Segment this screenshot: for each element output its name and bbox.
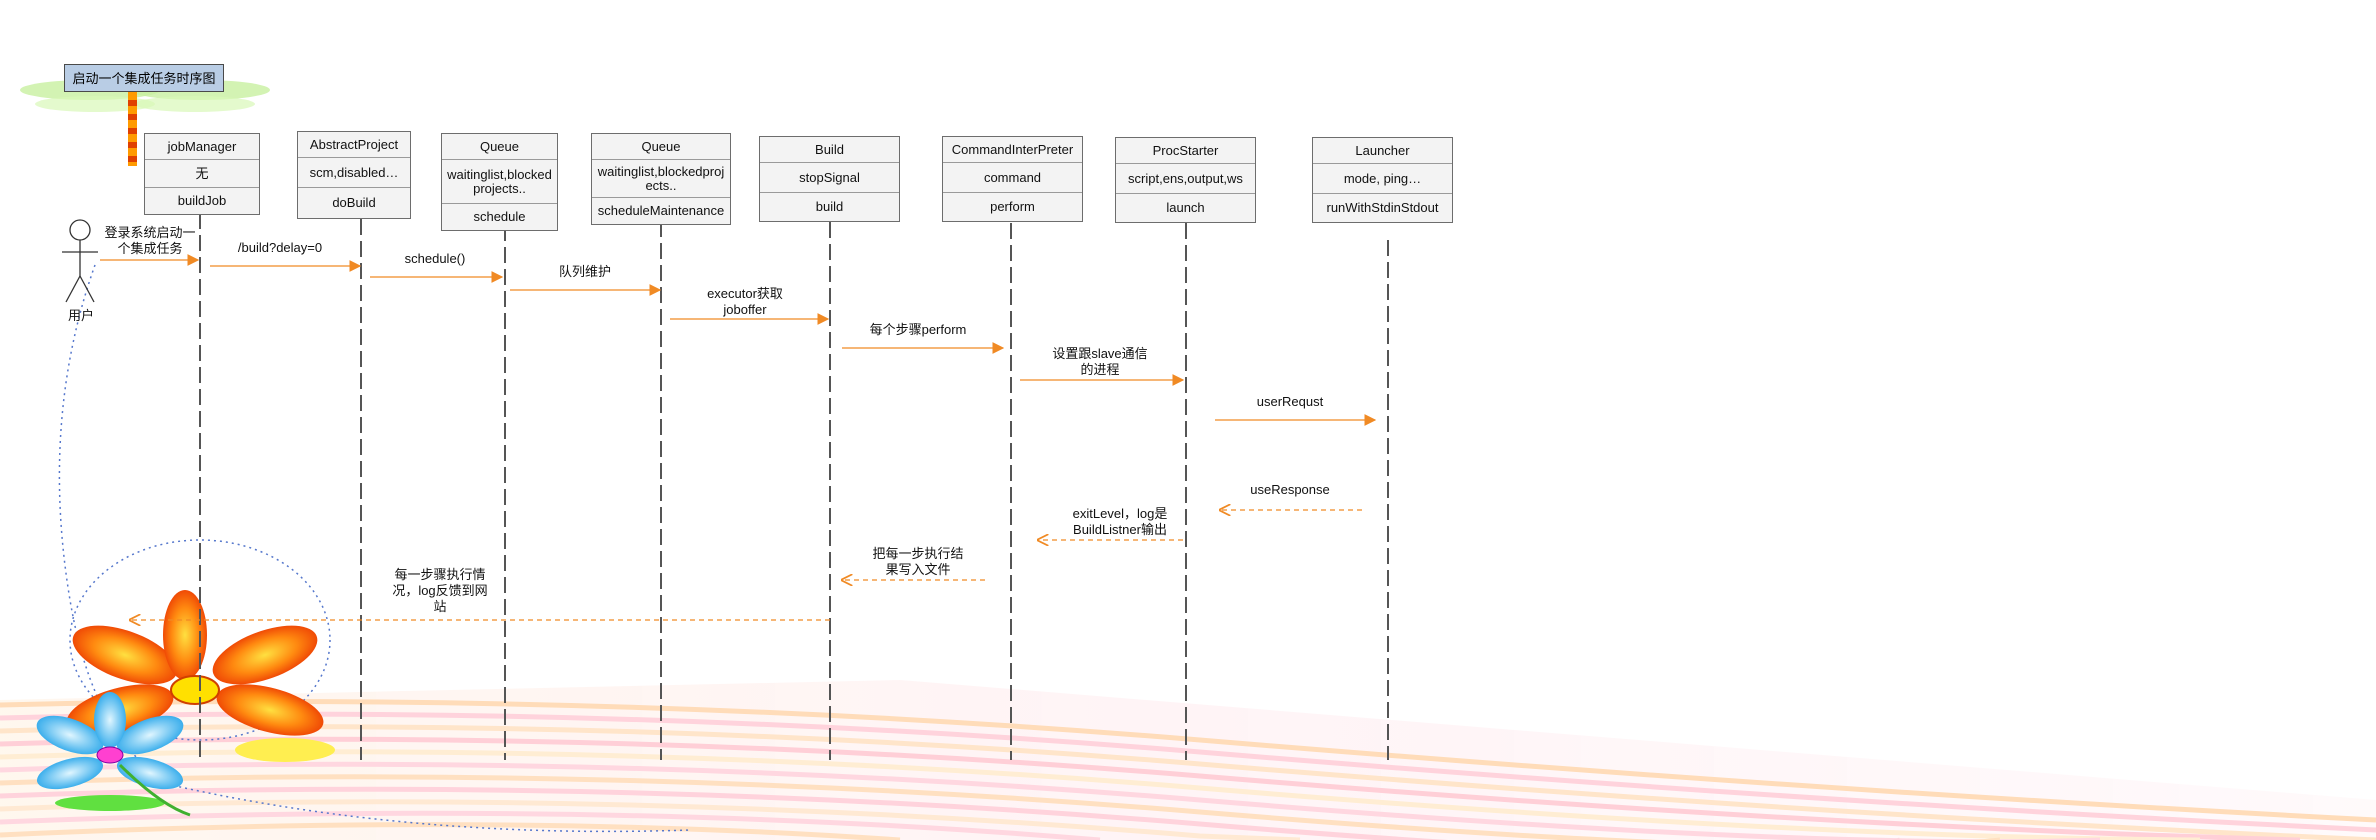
object-name: Build (760, 137, 899, 163)
object-operation: scheduleMaintenance (597, 203, 725, 218)
message-label: /build?delay=0 (237, 240, 323, 255)
message-label: schedule() (404, 251, 466, 266)
object-name: ProcStarter (1116, 138, 1255, 164)
object-name: AbstractProject (298, 132, 410, 158)
message-label: userRequst (1256, 394, 1324, 409)
diagram-title: 启动一个集成任务时序图 (64, 64, 224, 92)
message-label: 队列维护 (558, 264, 611, 279)
object-attributes: scm,disabled… (298, 158, 410, 188)
object-name: Queue (592, 134, 730, 160)
message-label: executor获取 joboffer (707, 286, 783, 317)
object-operation: build (815, 199, 844, 214)
object-attributes: waitinglist,blocked projects.. (442, 160, 557, 204)
object-attributes: 无 (145, 160, 259, 188)
object-name: CommandInterPreter (943, 137, 1082, 163)
message-label: useResponse (1250, 482, 1330, 497)
message-label: exitLevel，log是 BuildListner输出 (1072, 506, 1168, 537)
object-operation: launch (1166, 200, 1205, 215)
message-label: 登录系统启动一 个集成任务 (104, 225, 196, 256)
object-name: Launcher (1313, 138, 1452, 164)
object-attributes: waitinglist,blockedproj ects.. (592, 160, 730, 198)
stripe-band (0, 680, 2376, 840)
message-label: 把每一步执行结 果写入文件 (872, 546, 964, 577)
object-name: Queue (442, 134, 557, 160)
dotted-curve-decoration (58, 264, 691, 833)
object-attributes: script,ens,output,ws (1116, 164, 1255, 194)
object-operation: runWithStdinStdout (1326, 200, 1439, 215)
object-operation: doBuild (332, 195, 376, 210)
object-attributes: stopSignal (760, 163, 899, 193)
blue-flower-decoration (36, 692, 191, 817)
object-operation: perform (990, 199, 1035, 214)
object-name: jobManager (145, 134, 259, 160)
object-attributes: mode, ping… (1313, 164, 1452, 194)
object-attributes: command (943, 163, 1082, 193)
object-operation: buildJob (177, 193, 227, 208)
user-actor-icon (62, 219, 98, 303)
message-label: 每一步骤执行情 况，log反馈到网 站 (392, 567, 488, 614)
message-label: 设置跟slave通信 的进程 (1052, 346, 1148, 377)
message-label: 每个步骤perform (869, 322, 967, 337)
actor-label: 用户 (68, 308, 95, 323)
object-operation: schedule (473, 209, 526, 224)
